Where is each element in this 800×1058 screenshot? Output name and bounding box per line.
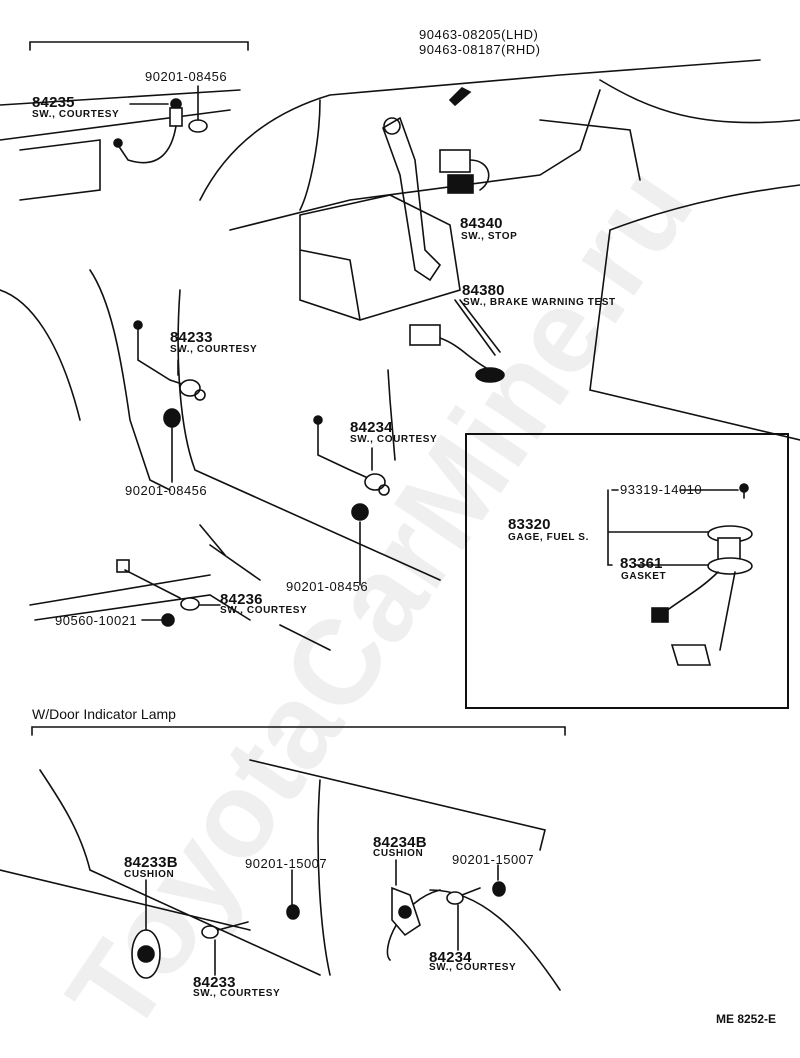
switch-84233-lower: [201, 921, 249, 976]
group-bracket-top: [29, 41, 249, 51]
part-desc-84234: SW., COURTESY: [350, 434, 438, 445]
dash-box: [299, 194, 461, 321]
part-desc-84234B: CUSHION: [373, 848, 424, 859]
part-number-90201-15007-right: 90201-15007: [452, 852, 535, 867]
part-desc-83361: GASKET: [621, 571, 667, 582]
switch-84236: [116, 559, 221, 627]
door-edge-left: [0, 269, 441, 581]
door-outline-top-left: [0, 89, 241, 201]
grommet-90201-15007-a: [286, 904, 300, 920]
part-number-90560-10021: 90560-10021: [55, 613, 138, 628]
part-number-83361: 83361: [620, 555, 663, 572]
part-desc-84233B: CUSHION: [124, 869, 175, 880]
part-number-84233B: 84233B: [124, 854, 178, 871]
part-desc-83320: GAGE, FUEL S.: [508, 532, 589, 543]
part-desc-84340: SW., STOP: [461, 231, 518, 242]
switch-84380: [409, 299, 505, 383]
grommet-90201-15007-b: [492, 881, 506, 897]
part-number-84234-lower: 84234: [429, 949, 472, 966]
part-number-90201-08456-left: 90201-08456: [125, 483, 208, 498]
cushion-84234B: [391, 859, 421, 937]
part-number-93319-14010: 93319-14010: [620, 482, 703, 497]
part-number-90201-15007-left: 90201-15007: [245, 856, 328, 871]
part-desc-84234-lower: SW., COURTESY: [429, 962, 517, 973]
switch-84234-lower: [446, 887, 481, 951]
section-label-door-indicator-lamp: W/Door Indicator Lamp: [32, 706, 176, 722]
switch-84340: [439, 87, 490, 194]
group-bracket-bottom: [31, 726, 566, 736]
switch-84235: [113, 85, 208, 164]
part-desc-84233: SW., COURTESY: [170, 344, 258, 355]
part-number-90201-08456-top: 90201-08456: [145, 69, 228, 84]
part-number-84236: 84236: [220, 591, 263, 608]
part-number-84380: 84380: [462, 282, 505, 299]
dashboard-outline: [199, 59, 800, 231]
fuel-sender-83320: [607, 483, 753, 666]
lower-door-outline: [0, 759, 561, 991]
part-number-84340: 84340: [460, 215, 503, 232]
part-number-84234: 84234: [350, 419, 393, 436]
part-desc-84233-lower: SW., COURTESY: [193, 988, 281, 999]
cushion-84233B: [131, 879, 161, 979]
part-number-84233-lower: 84233: [193, 974, 236, 991]
part-number-84234B: 84234B: [373, 834, 427, 851]
rocker-panel: [29, 524, 331, 651]
part-number-90463-08205: 90463-08205(LHD): [419, 27, 539, 42]
inset-box-frame: [465, 433, 789, 709]
switch-84234: [313, 369, 396, 586]
part-number-84233: 84233: [170, 329, 213, 346]
part-desc-84380: SW., BRAKE WARNING TEST: [463, 297, 616, 308]
part-number-90463-08187: 90463-08187(RHD): [419, 42, 541, 57]
body-panel-right: [539, 119, 800, 441]
part-desc-84235: SW., COURTESY: [32, 109, 120, 120]
part-number-84235: 84235: [32, 94, 75, 111]
switch-84233: [133, 320, 206, 483]
part-number-83320: 83320: [508, 516, 551, 533]
part-number-90201-08456-center: 90201-08456: [286, 579, 369, 594]
brake-pedal: [382, 116, 442, 282]
diagram-code: ME 8252-E: [716, 1012, 777, 1026]
part-desc-84236: SW., COURTESY: [220, 605, 308, 616]
